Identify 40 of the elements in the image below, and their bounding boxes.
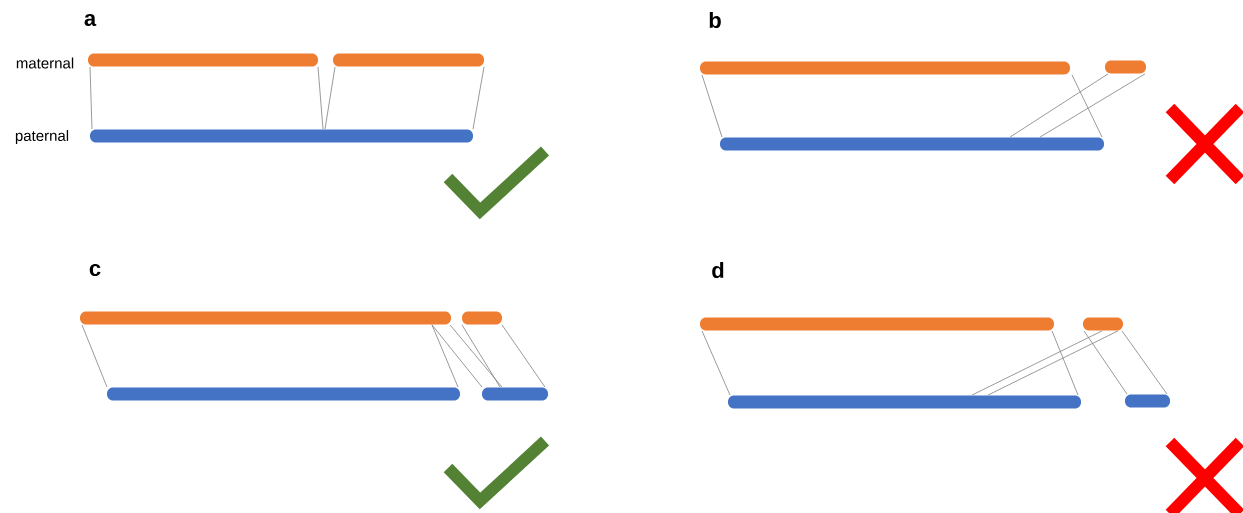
connector-line — [89, 66, 93, 130]
connector-line — [461, 324, 501, 388]
connector-line — [1039, 73, 1146, 138]
bar — [1125, 394, 1170, 408]
connector-line — [472, 66, 485, 130]
panel-letter: c — [89, 264, 101, 276]
connector-line — [1083, 330, 1128, 395]
connector-line — [501, 324, 546, 388]
bar — [80, 311, 451, 325]
connector-line — [81, 324, 108, 388]
bar — [700, 317, 1054, 331]
bar — [728, 395, 1081, 409]
bar — [1083, 317, 1123, 331]
connector-line — [1121, 330, 1168, 395]
connector-line — [1009, 73, 1109, 138]
bar — [482, 387, 548, 401]
bar — [90, 129, 473, 143]
connector-line — [431, 324, 483, 388]
panel-letter: b — [709, 11, 721, 29]
bar — [88, 53, 318, 67]
connector-line — [701, 330, 731, 396]
panel-letter: d — [712, 261, 724, 279]
connector-line — [324, 66, 336, 130]
row-label: paternal — [15, 130, 69, 144]
connector-line — [987, 330, 1119, 396]
bar — [333, 53, 484, 67]
bar — [107, 387, 460, 401]
connector-line — [971, 330, 1103, 396]
row-label: maternal — [16, 57, 74, 69]
bar — [462, 311, 502, 325]
panel-letter: a — [84, 14, 97, 27]
connector-line — [1051, 330, 1079, 396]
bar — [1105, 60, 1146, 74]
bar — [720, 137, 1104, 151]
connector-line — [1071, 74, 1103, 138]
connector-line — [701, 74, 723, 138]
connector-line — [317, 66, 324, 130]
connector-line — [431, 324, 459, 388]
bar — [700, 61, 1070, 75]
connector-line — [449, 324, 503, 388]
